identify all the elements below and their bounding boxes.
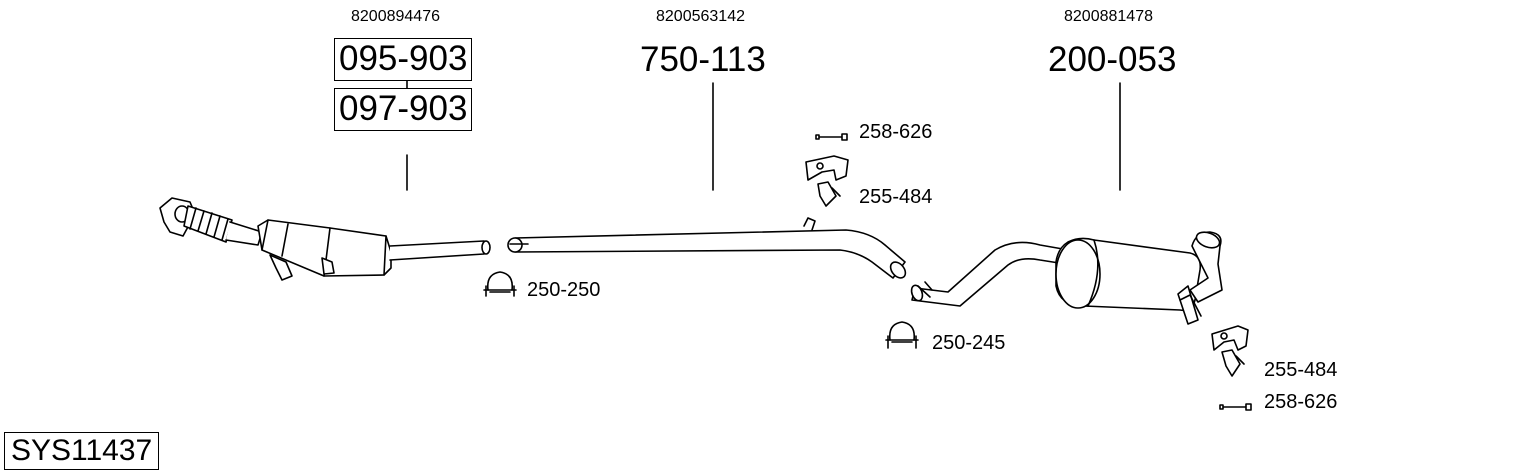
system-code-box: SYS11437 — [4, 432, 160, 470]
oe-number-front: 8200894476 — [351, 8, 440, 25]
oe-number-middle: 8200563142 — [656, 8, 745, 25]
rear-muffler — [910, 231, 1223, 325]
hanger-255-484-top-icon — [805, 155, 849, 207]
part-number-middle: 750-113 — [640, 40, 766, 79]
hanger-255-484-bottom-icon — [1211, 325, 1249, 377]
label-hanger-top: 255-484 — [859, 186, 933, 208]
clamp-250-245-icon — [885, 321, 919, 349]
bolt-258-626-top-icon — [815, 133, 848, 141]
oe-number-rear: 8200881478 — [1064, 8, 1153, 25]
label-bolt-top: 258-626 — [859, 121, 933, 143]
label-hanger-bottom: 255-484 — [1264, 359, 1338, 381]
label-clamp-front: 250-250 — [527, 279, 601, 301]
middle-pipe — [507, 217, 907, 279]
part-number-rear: 200-053 — [1048, 40, 1177, 79]
part-number-front-1: 095-903 — [334, 38, 473, 81]
front-pipe-catalyst — [159, 197, 491, 281]
label-bolt-bottom: 258-626 — [1264, 391, 1338, 413]
bolt-258-626-bottom-icon — [1219, 403, 1252, 411]
part-number-front-2: 097-903 — [334, 88, 473, 131]
label-clamp-rear: 250-245 — [932, 332, 1006, 354]
clamp-250-250-icon — [483, 271, 517, 297]
